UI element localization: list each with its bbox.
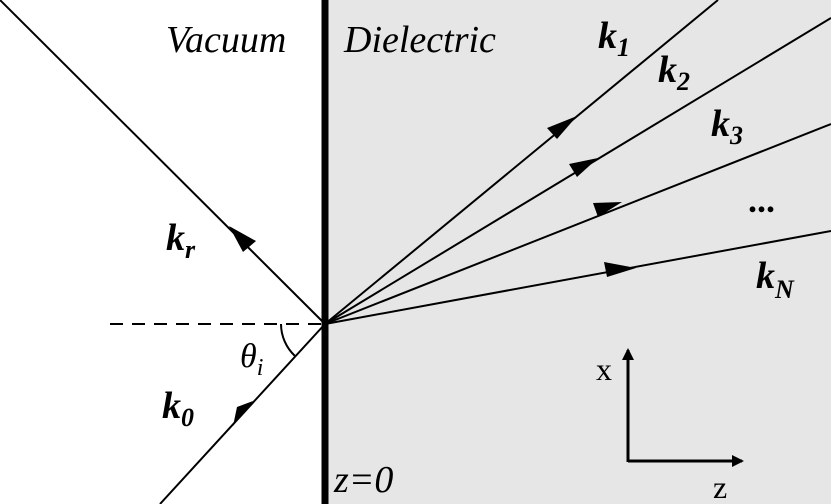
x-axis-label: x bbox=[596, 351, 612, 387]
ellipsis-label: ... bbox=[748, 180, 775, 220]
interface-z0-label: z=0 bbox=[333, 459, 393, 501]
theta-i-label: θi bbox=[240, 338, 263, 381]
reflected-ray bbox=[0, 0, 326, 325]
kr-label: kr bbox=[166, 217, 196, 264]
dielectric-region bbox=[325, 0, 831, 504]
k0-label: k0 bbox=[162, 385, 194, 432]
z-axis-label: z bbox=[713, 469, 727, 504]
reflected-arrowhead bbox=[229, 226, 256, 252]
angle-arc bbox=[280, 323, 296, 357]
k3-label: k3 bbox=[711, 103, 743, 150]
kN-label: kN bbox=[756, 255, 795, 304]
transmitted-ray-1 bbox=[324, 0, 719, 325]
transmitted-ray-3 bbox=[324, 123, 831, 325]
transmitted-arrowhead-2 bbox=[569, 158, 598, 177]
transmitted-arrowhead-N bbox=[604, 262, 636, 277]
transmitted-arrowhead-1 bbox=[547, 116, 577, 139]
k2-label: k2 bbox=[658, 49, 690, 96]
transmitted-ray-N bbox=[324, 230, 831, 325]
dielectric-label: Dielectric bbox=[343, 19, 496, 61]
k1-label: k1 bbox=[598, 15, 630, 62]
incident-arrowhead bbox=[233, 401, 253, 426]
transmitted-arrowhead-3 bbox=[593, 202, 622, 217]
vacuum-label: Vacuum bbox=[166, 19, 286, 61]
